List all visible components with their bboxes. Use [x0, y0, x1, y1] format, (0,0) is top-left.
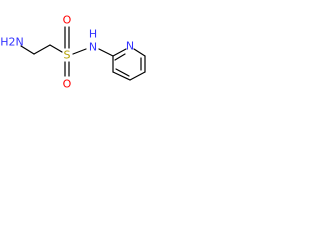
ring-bond-n-c6 — [133, 48, 146, 57]
ring-bond-c2-n — [112, 48, 127, 57]
bond-amide-n-ring — [98, 48, 114, 57]
pyridine-n-label: N — [126, 40, 134, 53]
oxygen-bottom-label: O — [63, 78, 72, 91]
ring-bond-c2-n-inner — [114, 53, 126, 61]
ring-bond-c5-c4 — [129, 71, 146, 81]
oxygen-top-label: O — [63, 14, 72, 27]
amide-h-label: H — [89, 28, 97, 41]
bonds — [20, 26, 146, 81]
amine-n-label: H2N — [0, 36, 24, 49]
ring-bond-c4-c3 — [112, 71, 131, 81]
bond-ch2-sulfur — [49, 44, 63, 53]
chemical-structure-diagram: H2N S O O H N N — [0, 14, 146, 91]
bond-ch2-ch2 — [33, 44, 51, 55]
bond-sulfur-amide-n — [72, 48, 87, 55]
ring-bond-c4-c3-inner — [115, 68, 130, 77]
amide-n-label: N — [89, 41, 97, 54]
bond-amine-ch2 — [20, 45, 35, 55]
atom-labels: H2N S O O H N N — [0, 14, 134, 91]
sulfur-label: S — [64, 49, 71, 62]
